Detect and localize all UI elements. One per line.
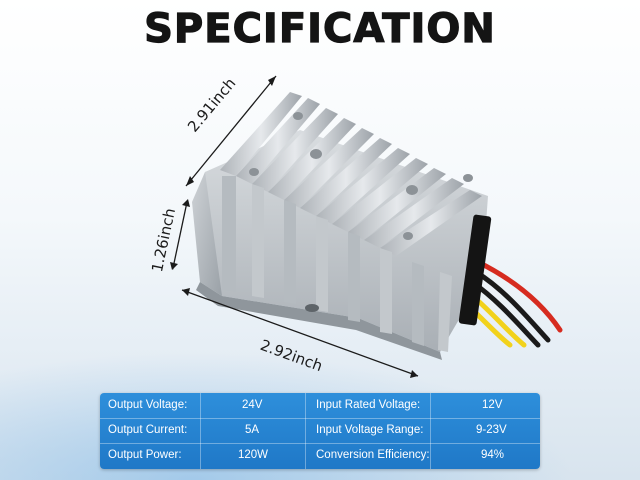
column-divider	[200, 393, 201, 469]
connector	[458, 214, 492, 326]
spec-row: Output Power: 120W Conversion Efficiency…	[100, 443, 540, 468]
spec-value: 94%	[481, 449, 505, 461]
spec-value: 120W	[238, 449, 269, 461]
page-title: SPECIFICATION	[144, 5, 496, 52]
spec-value: 9-23V	[476, 424, 507, 436]
spec-label: Output Power:	[108, 449, 182, 461]
spec-row: Output Current: 5A Input Voltage Range: …	[100, 418, 540, 444]
spec-label: Input Voltage Range:	[316, 424, 424, 436]
spec-label: Input Rated Voltage:	[316, 399, 421, 411]
column-divider	[305, 393, 306, 469]
converter-product-image	[170, 75, 563, 378]
spec-table: Output Voltage: 24V Input Rated Voltage:…	[100, 393, 540, 469]
spec-label: Output Voltage:	[108, 399, 188, 411]
spec-label: Output Current:	[108, 424, 188, 436]
mounting-hole	[305, 304, 319, 312]
spec-value: 5A	[245, 424, 260, 436]
spec-value: 24V	[242, 399, 263, 411]
housing-base	[196, 282, 442, 360]
heatsink-fins	[220, 92, 482, 352]
spec-label: Conversion Efficiency:	[316, 449, 430, 461]
spec-value: 12V	[482, 399, 503, 411]
screws	[249, 112, 473, 240]
spec-row: Output Voltage: 24V Input Rated Voltage:…	[100, 393, 540, 419]
dimension-lines	[170, 75, 419, 378]
column-divider	[430, 393, 431, 469]
